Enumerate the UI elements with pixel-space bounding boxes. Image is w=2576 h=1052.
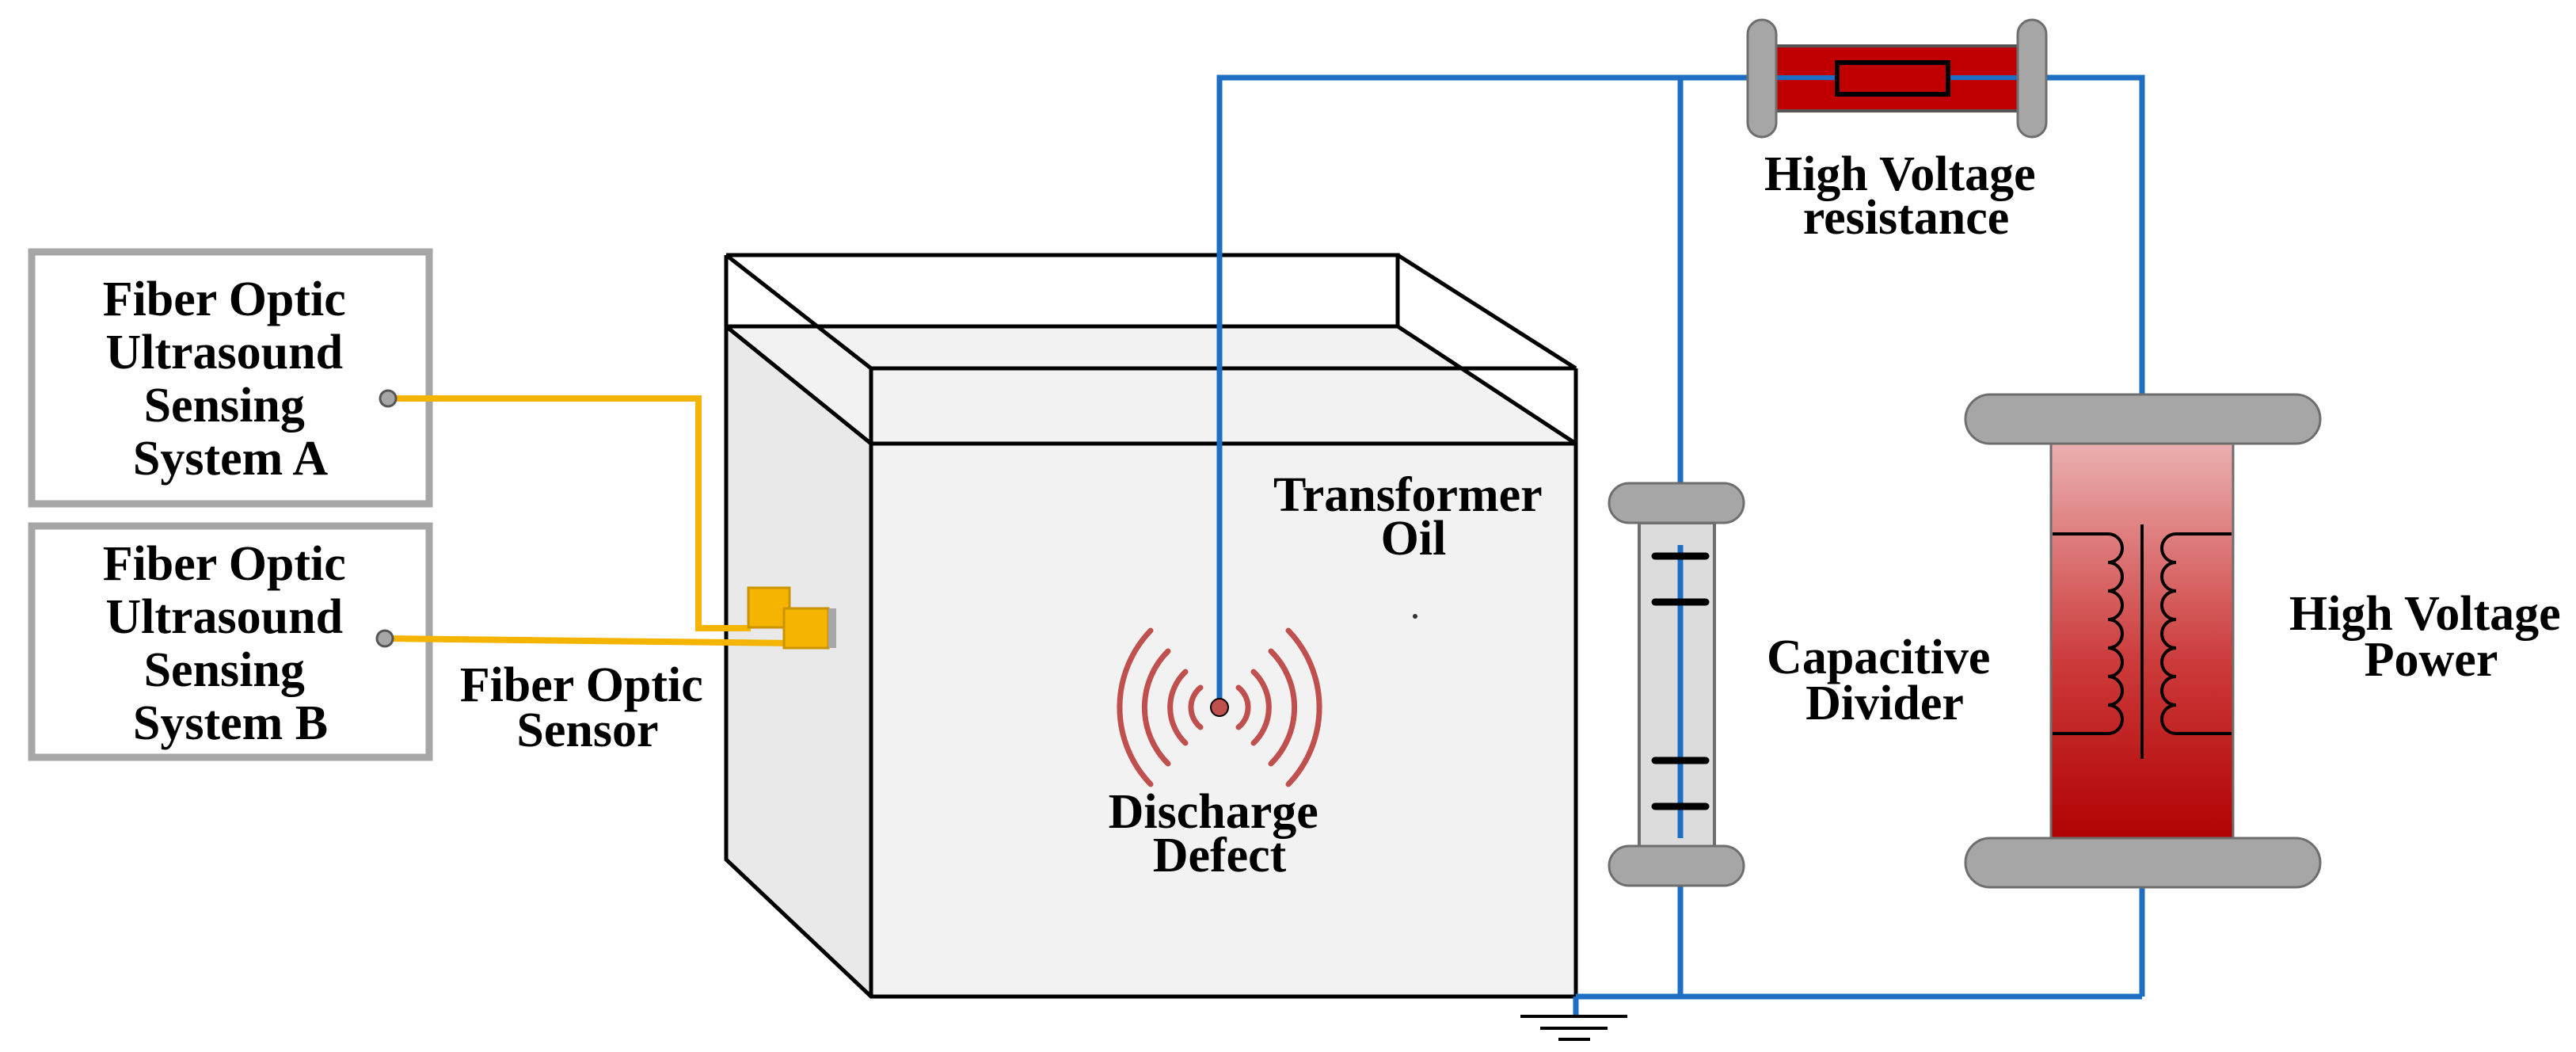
- system-b-port: [375, 629, 394, 648]
- system-a-port: [379, 389, 398, 408]
- discharge-wave-icon: [1117, 627, 1322, 787]
- transformer-oil-tank: [724, 253, 1578, 999]
- hv-power-transformer: [1964, 393, 2322, 889]
- capacitive-divider: [1608, 482, 1745, 887]
- ground-icon: [1520, 1015, 1627, 1041]
- label-system-b: Fiber Optic Ultrasound Sensing System B: [103, 537, 359, 750]
- label-discharge-defect: Discharge Defect: [1109, 785, 1331, 882]
- fiber-cables: [384, 395, 797, 646]
- label-hv-power: High Voltage Power: [2289, 587, 2573, 687]
- transformer-coil-icon: [2053, 524, 2232, 759]
- label-fiber-optic-sensor: Fiber Optic Sensor: [460, 658, 716, 757]
- sensing-system-a-box: [28, 248, 433, 508]
- sensing-system-b-box: [28, 522, 433, 761]
- label-transformer-oil: Transformer Oil: [1273, 468, 1554, 566]
- label-hv-resistance: High Voltage resistance: [1764, 147, 2048, 245]
- label-system-a: Fiber Optic Ultrasound Sensing System A: [103, 273, 359, 486]
- discharge-point: [1210, 698, 1229, 717]
- hv-resistor: [1746, 18, 2048, 139]
- label-capacitive-divider: Capacitive Divider: [1767, 631, 2003, 730]
- fiber-optic-sensors: [747, 586, 836, 650]
